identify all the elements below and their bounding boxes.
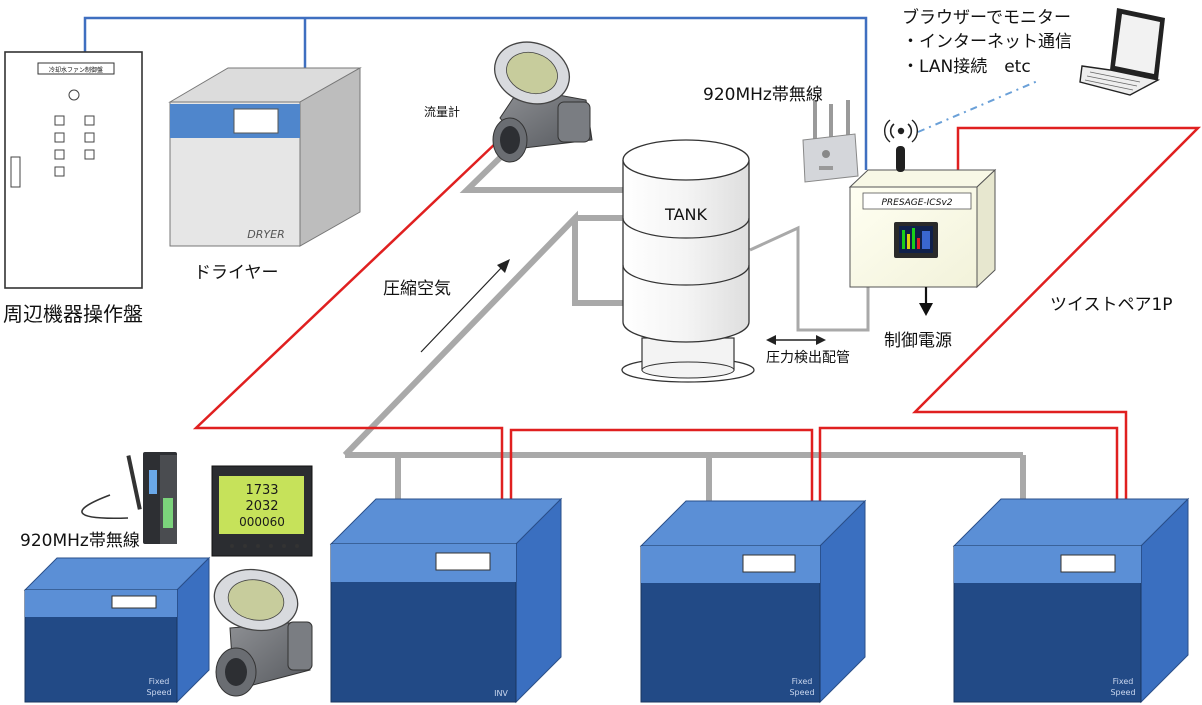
browser-monitor-line1: ブラウザーでモニター <box>902 8 1071 28</box>
arrow-down-icon <box>919 287 933 316</box>
compressed-air-label: 圧縮空気 <box>383 279 451 299</box>
wireless-module-icon <box>802 100 859 183</box>
compressor-tag: Fixed <box>149 677 170 686</box>
wireless-label-left: 920MHz帯無線 <box>20 531 140 551</box>
compressor-nameplate <box>742 554 796 573</box>
wireless-link <box>917 79 1041 133</box>
meter-row2: 2032 <box>245 499 278 514</box>
compressor-nameplate <box>111 595 157 609</box>
signal-lines <box>192 126 1202 528</box>
controller-name: PRESAGE-ICSv2 <box>881 198 952 208</box>
air-pipe-network <box>342 145 1026 512</box>
compressor-nameplate <box>435 552 491 571</box>
browser-monitor-line3: ・LAN接続 etc <box>902 57 1031 77</box>
twisted-pair-label: ツイストペア1P <box>1050 295 1173 315</box>
wireless-module-icon <box>81 452 177 544</box>
tank-label: TANK <box>664 205 707 224</box>
browser-monitor-line2: ・インターネット通信 <box>902 32 1072 52</box>
dryer-label: ドライヤー <box>194 263 279 283</box>
compressor-nameplate <box>1060 554 1116 573</box>
meter-row3: 000060 <box>239 515 285 529</box>
tank <box>621 139 755 383</box>
control-panel-plate: 冷却水ファン制御盤 <box>49 66 103 74</box>
compressor-tag: Speed <box>789 688 814 697</box>
wireless-label-top: 920MHz帯無線 <box>703 85 823 105</box>
network-line <box>83 16 868 170</box>
power-meter-icon <box>211 465 313 557</box>
antenna-icon <box>884 119 918 172</box>
pressure-pipe <box>749 225 870 332</box>
meter-row1: 1733 <box>245 483 278 498</box>
dryer-badge: DRYER <box>247 228 284 241</box>
power-supply-label: 制御電源 <box>884 331 952 351</box>
compressor-tag: INV <box>494 689 508 698</box>
compressor-tag: Speed <box>146 688 171 697</box>
pressure-pipe-label: 圧力検出配管 <box>766 350 850 366</box>
compressor-tag: Fixed <box>792 677 813 686</box>
flow-meter-icon <box>492 41 593 163</box>
flow-meter-icon <box>213 568 313 697</box>
peripheral-control-panel <box>4 51 143 289</box>
air-flow-arrow <box>420 259 510 353</box>
dryer <box>168 67 362 247</box>
pressure-arrow <box>766 335 826 345</box>
controller-box <box>848 168 997 289</box>
compressor-tag: Fixed <box>1113 677 1134 686</box>
compressor-tag: Speed <box>1110 688 1135 697</box>
laptop-icon <box>1079 8 1165 96</box>
compressor-unit: INV <box>329 497 563 704</box>
flow-meter-label: 流量計 <box>424 105 461 119</box>
control-panel-label: 周辺機器操作盤 <box>3 302 143 326</box>
